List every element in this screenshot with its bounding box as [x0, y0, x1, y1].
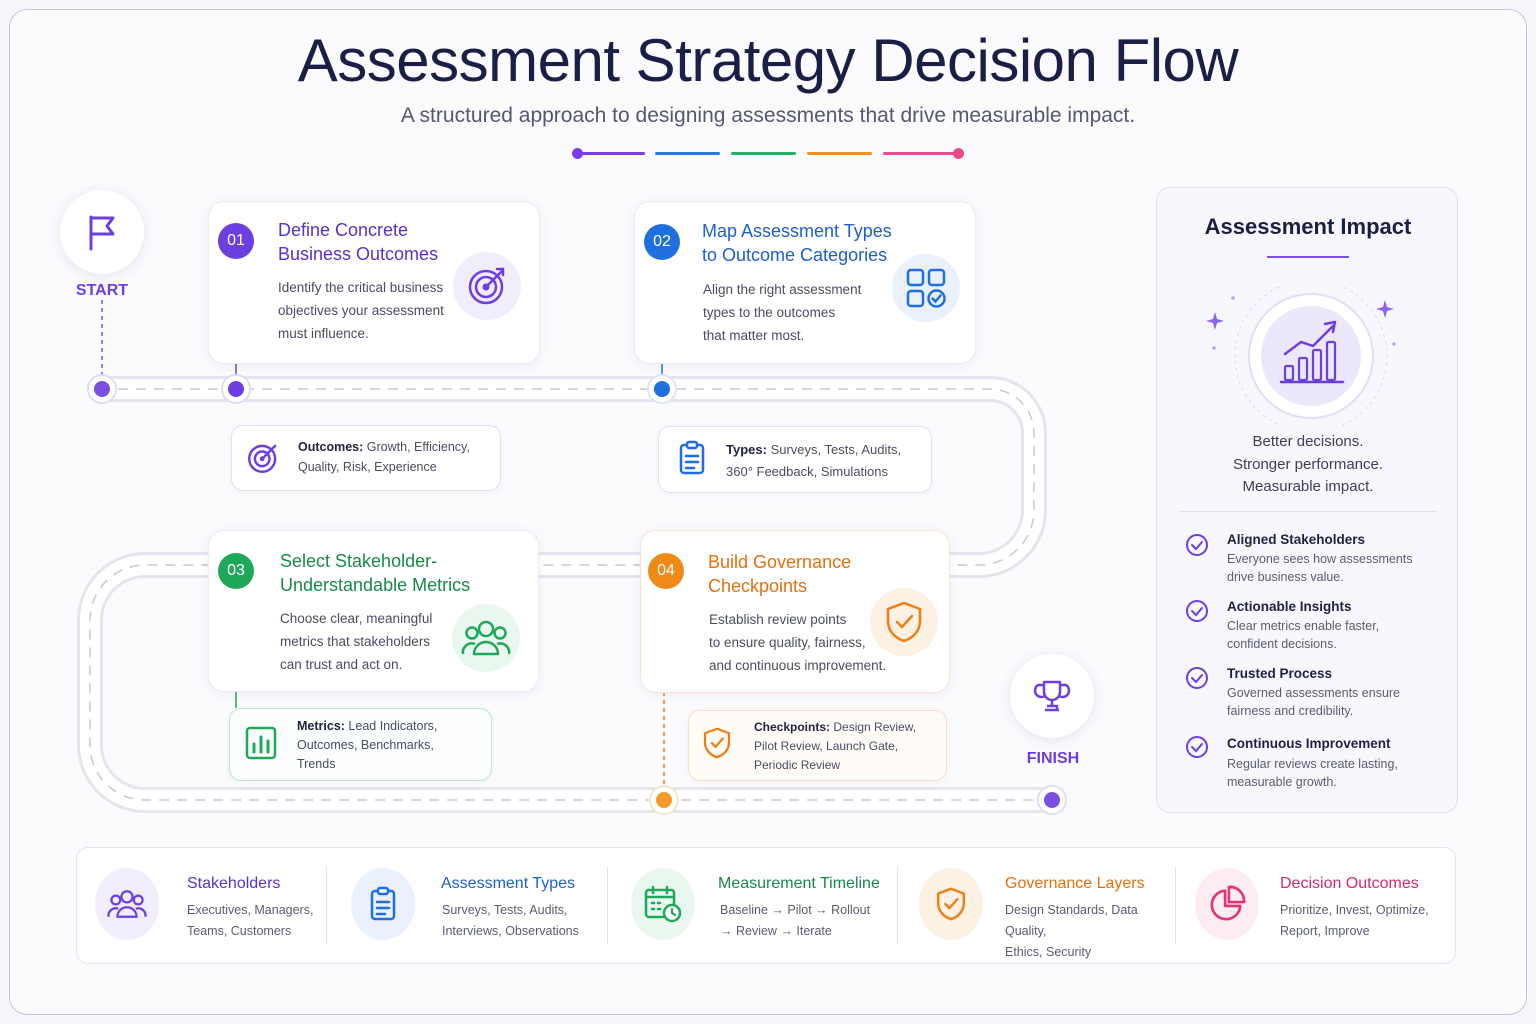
- shield-check-icon: [886, 601, 922, 643]
- detail-card-metrics: [229, 708, 492, 781]
- benefit-desc: Clear metrics enable faster,confident de…: [1227, 619, 1380, 651]
- page-title: Assessment Strategy Decision Flow: [297, 27, 1239, 94]
- benefit-title: Aligned Stakeholders: [1227, 532, 1366, 547]
- check-circle-icon: [1186, 534, 1208, 556]
- pie-chart-icon: [1210, 885, 1246, 921]
- legend-divider: [326, 866, 327, 944]
- step-badge-02: 02: [644, 224, 680, 260]
- step-badge-04: 04: [648, 553, 684, 589]
- trophy-icon: [1033, 680, 1071, 712]
- target-icon: [246, 441, 280, 480]
- detail-text-outcomes: Outcomes: Growth, Efficiency, Quality, R…: [298, 440, 470, 474]
- grid-check-icon: [906, 268, 946, 308]
- legend-desc: Executives, Managers,Teams, Customers: [187, 903, 314, 938]
- legend-title: Stakeholders: [187, 875, 281, 892]
- step-title-03: Select Stakeholder-Understandable Metric…: [280, 551, 471, 595]
- step-icon-circle-01: [453, 252, 521, 320]
- legend-icon-circle: [351, 868, 415, 940]
- legend-desc: Surveys, Tests, Audits,Interviews, Obser…: [442, 903, 579, 938]
- legend-icon-circle: [631, 868, 695, 940]
- calendar-clock-icon: [644, 885, 682, 923]
- accent-segment-orange: [807, 152, 872, 155]
- step-icon-circle-04: [870, 588, 938, 656]
- legend-divider: [897, 866, 898, 944]
- clipboard-icon: [370, 886, 396, 921]
- benefit-title: Actionable Insights: [1227, 599, 1352, 614]
- legend-icon-circle: [95, 868, 159, 940]
- detail-text-metrics: Metrics: Lead Indicators, Outcomes, Benc…: [297, 719, 438, 771]
- people-icon: [461, 620, 511, 656]
- legend-title: Assessment Types: [441, 875, 575, 892]
- target-icon: [468, 267, 505, 305]
- accent-segment-blue: [655, 152, 720, 155]
- legend-divider: [607, 866, 608, 944]
- accent-dot-start: [572, 148, 583, 159]
- people-icon: [107, 890, 147, 918]
- detail-text-types: Types: Surveys, Tests, Audits, 360° Feed…: [726, 442, 902, 479]
- step-icon-circle-02: [892, 254, 960, 322]
- accent-dot-end: [953, 148, 964, 159]
- legend-desc: Prioritize, Invest, Optimize,Report, Imp…: [1280, 903, 1429, 938]
- check-circle-icon: [1186, 600, 1208, 622]
- bar-chart-icon: [245, 726, 277, 765]
- impact-tagline: Better decisions. Stronger performance. …: [1232, 433, 1384, 495]
- legend-item-assessment-types: Assessment Types Surveys, Tests, Audits,…: [327, 848, 607, 965]
- step-icon-circle-03: [452, 604, 520, 672]
- impact-divider: [1179, 511, 1437, 512]
- benefit-title: Continuous Improvement: [1227, 736, 1391, 751]
- legend-divider: [1175, 866, 1176, 944]
- finish-label: FINISH: [1026, 750, 1080, 767]
- impact-title: Assessment Impact: [1204, 214, 1412, 239]
- benefit-title: Trusted Process: [1227, 666, 1333, 681]
- start-marker: [60, 190, 144, 274]
- step-badge-03: 03: [218, 553, 254, 589]
- check-circle-icon: [1186, 667, 1208, 689]
- step-badge-01: 01: [218, 223, 254, 259]
- legend-title: Measurement Timeline: [718, 875, 880, 892]
- clipboard-icon: [678, 440, 706, 481]
- shield-check-icon: [702, 726, 732, 765]
- page-subtitle: A structured approach to designing asses…: [400, 104, 1136, 127]
- legend-item-decision-outcomes: Decision Outcomes Prioritize, Invest, Op…: [1175, 848, 1455, 965]
- start-label: START: [75, 282, 129, 299]
- legend-bar: Stakeholders Executives, Managers,Teams,…: [76, 847, 1456, 964]
- legend-icon-circle: [1195, 868, 1259, 940]
- shield-check-icon: [937, 887, 965, 921]
- legend-item-governance-layers: Governance Layers Design Standards, Data…: [897, 848, 1175, 965]
- flag-icon: [89, 215, 115, 251]
- benefit-desc: Regular reviews create lasting,measurabl…: [1227, 757, 1398, 789]
- accent-segment-pink: [883, 152, 955, 155]
- legend-desc: Design Standards, Data Quality,Ethics, S…: [1005, 903, 1138, 959]
- legend-item-measurement-timeline: Measurement Timeline Baseline → Pilot → …: [607, 848, 897, 965]
- check-circle-icon: [1186, 736, 1208, 758]
- detail-text-checkpoints: Checkpoints: Design Review, Pilot Review…: [754, 720, 917, 772]
- legend-title: Decision Outcomes: [1280, 875, 1419, 892]
- legend-item-stakeholders: Stakeholders Executives, Managers,Teams,…: [77, 848, 327, 965]
- accent-segment-green: [731, 152, 796, 155]
- legend-desc: Baseline → Pilot → Rollout→ Review → Ite…: [720, 903, 871, 938]
- impact-title-underline: [1267, 256, 1349, 258]
- legend-title: Governance Layers: [1005, 875, 1145, 892]
- detail-card-checkpoints: [688, 710, 947, 781]
- finish-marker: [1010, 654, 1094, 738]
- impact-panel: Assessment Impact Better decisions. Stro…: [1156, 187, 1458, 813]
- growth-chart-icon: [1206, 286, 1396, 426]
- accent-segment-purple: [580, 152, 645, 155]
- legend-icon-circle: [919, 868, 983, 940]
